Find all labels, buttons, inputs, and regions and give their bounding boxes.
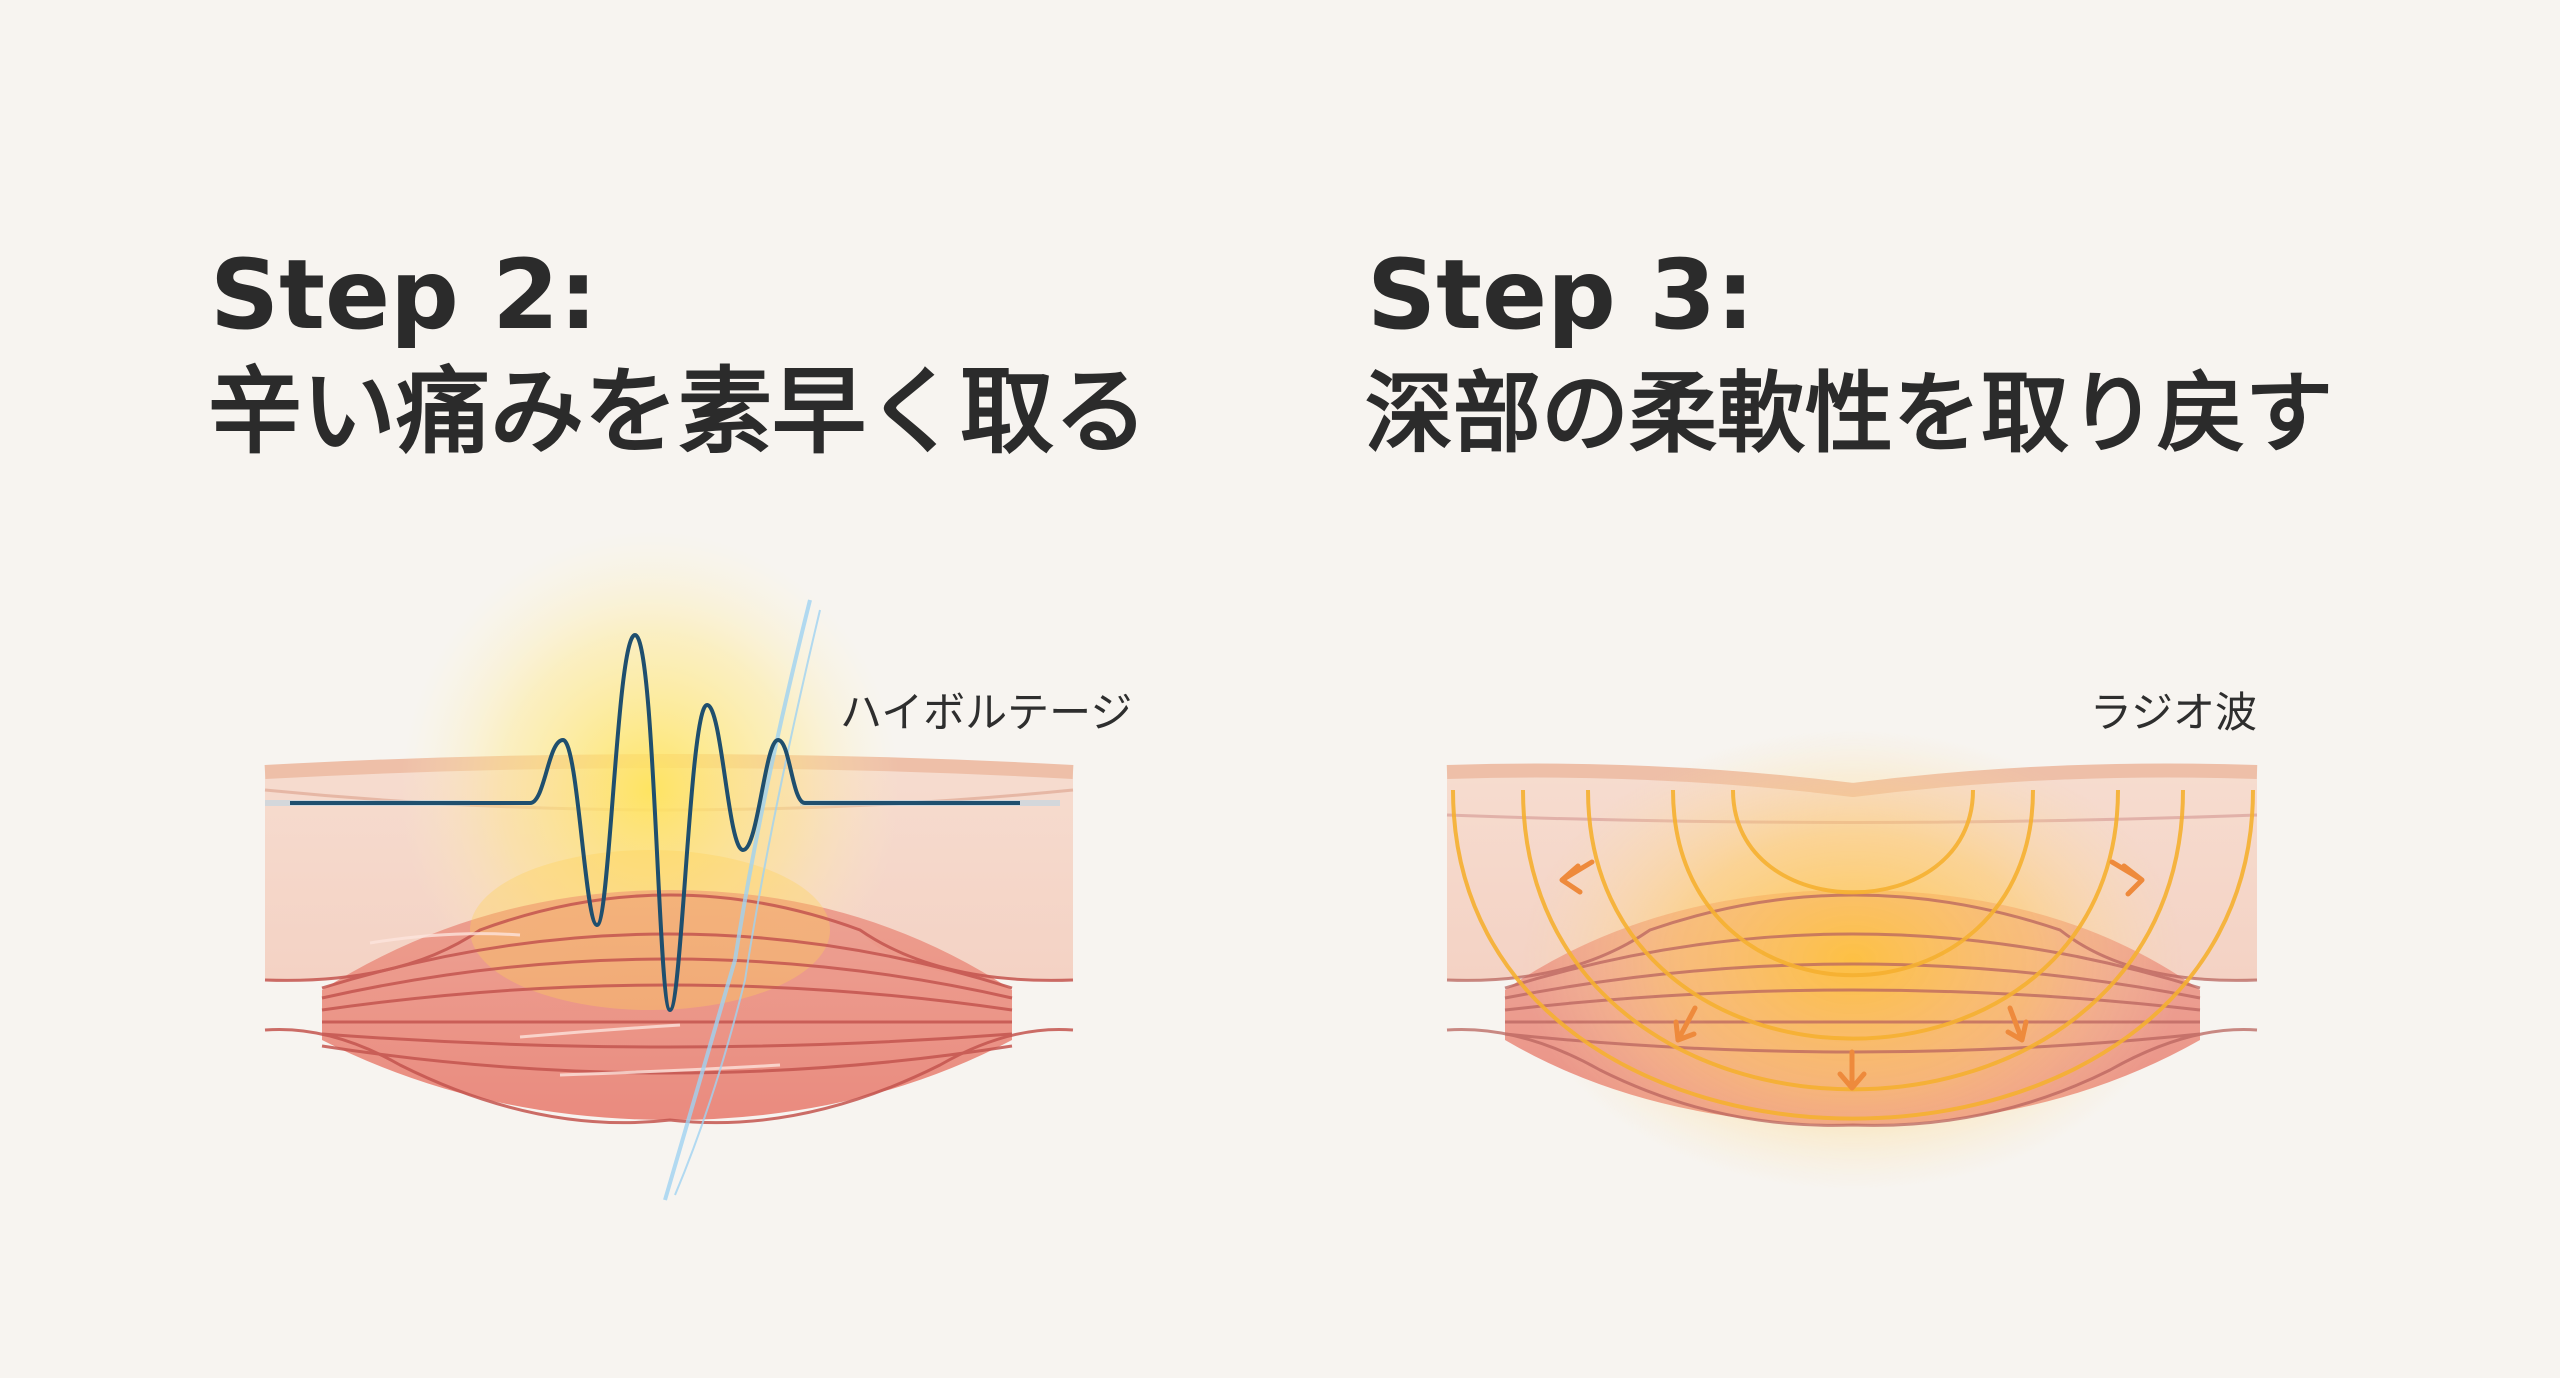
muscle-highlights bbox=[369, 932, 781, 1077]
rf-arc bbox=[1451, 789, 2255, 1121]
muscle-fibers bbox=[264, 893, 1074, 1125]
radio-frequency-arcs bbox=[1451, 789, 2255, 1121]
step-3-subtitle: 深部の柔軟性を取り戻す bbox=[1365, 362, 2333, 465]
muscle-glow bbox=[470, 850, 830, 1010]
rf-arc bbox=[1586, 789, 2120, 1041]
rf-arc bbox=[1671, 789, 2035, 978]
step-2-subtitle: 辛い痛みを素早く取る bbox=[208, 358, 1148, 467]
step-2-heading: Step 2: bbox=[210, 239, 597, 351]
arrow-right-icon bbox=[2109, 859, 2145, 897]
high-voltage-label: ハイボルテージ bbox=[840, 688, 1132, 737]
arrow-down-left-icon bbox=[1673, 1005, 1698, 1043]
arrow-down-icon bbox=[1837, 1049, 1867, 1091]
rf-arc bbox=[1731, 789, 1975, 895]
step-2-panel: Step 2: 辛い痛みを素早く取る bbox=[208, 239, 1148, 1201]
tissue-diagram-step-2: ハイボルテージ bbox=[264, 530, 1132, 1201]
arrow-down-right-icon bbox=[2005, 1005, 2029, 1043]
heat-glow bbox=[1523, 730, 2183, 1190]
heat-arrows bbox=[1559, 859, 2145, 1091]
muscle-fibers bbox=[1446, 893, 2258, 1127]
tissue-diagram-step-3: ラジオ波 bbox=[1446, 688, 2258, 1190]
step-3-heading: Step 3: bbox=[1367, 239, 1754, 351]
high-voltage-waveform bbox=[290, 633, 1020, 1012]
step-3-panel: Step 3: 深部の柔軟性を取り戻す bbox=[1365, 239, 2333, 1190]
arrow-left-icon bbox=[1559, 859, 1595, 895]
radio-frequency-label: ラジオ波 bbox=[2090, 688, 2257, 737]
